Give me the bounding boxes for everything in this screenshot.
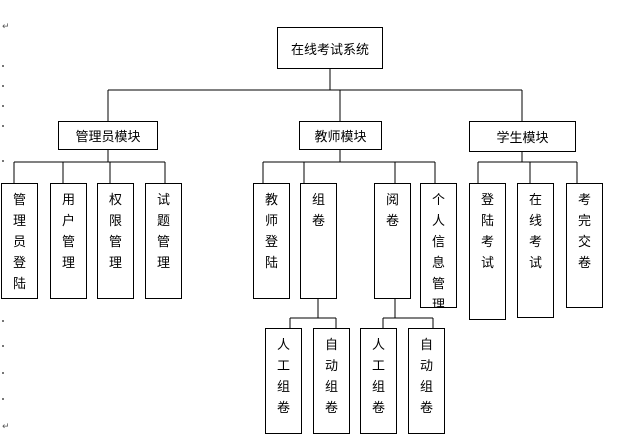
personal-info-label: 个人信息管理 xyxy=(431,193,445,308)
submit-paper-label: 考完交卷 xyxy=(577,193,591,271)
margin-dot xyxy=(2,372,4,374)
auto-compose-label: 自动组卷 xyxy=(324,338,338,416)
admin-module-label: 管理员模块 xyxy=(75,130,141,145)
root-node-label: 在线考试系统 xyxy=(290,42,369,58)
paragraph-mark: ↵ xyxy=(2,22,10,32)
question-management-label: 试题管理 xyxy=(156,193,170,271)
user-management-label: 用户管理 xyxy=(61,193,75,271)
exam-login-box: 登陆考试 xyxy=(469,183,506,320)
margin-dot xyxy=(2,125,4,127)
submit-paper-box: 考完交卷 xyxy=(566,183,603,308)
question-management-box: 试题管理 xyxy=(145,183,182,299)
margin-dot xyxy=(2,105,4,107)
teacher-module-box: 教师模块 xyxy=(299,121,382,150)
admin-module-box: 管理员模块 xyxy=(58,121,158,150)
user-management-box: 用户管理 xyxy=(50,183,87,299)
permission-management-label: 权限管理 xyxy=(108,193,122,271)
margin-dot xyxy=(2,345,4,347)
compose-paper-box: 组卷 xyxy=(300,183,337,299)
admin-login-label: 管理员登陆 xyxy=(12,193,26,292)
permission-management-box: 权限管理 xyxy=(97,183,134,299)
personal-info-box: 个人信息管理 xyxy=(420,183,457,308)
teacher-login-label: 教师登陆 xyxy=(264,193,278,271)
margin-dot xyxy=(2,85,4,87)
manual-compose-label: 人工组卷 xyxy=(276,338,290,416)
manual-grade-label: 人工组卷 xyxy=(371,338,385,416)
margin-dot xyxy=(2,320,4,322)
student-module-label: 学生模块 xyxy=(496,131,549,146)
compose-paper-label: 组卷 xyxy=(311,193,325,229)
paragraph-mark: ↵ xyxy=(2,422,10,432)
margin-dot xyxy=(2,65,4,67)
teacher-module-label: 教师模块 xyxy=(314,130,367,145)
margin-dot xyxy=(2,398,4,400)
manual-grade-box: 人工组卷 xyxy=(360,328,397,434)
grade-paper-box: 阅卷 xyxy=(374,183,411,299)
exam-login-label: 登陆考试 xyxy=(480,193,494,271)
auto-grade-box: 自动组卷 xyxy=(408,328,445,434)
admin-login-box: 管理员登陆 xyxy=(1,183,38,299)
student-module-box: 学生模块 xyxy=(469,121,576,152)
manual-compose-box: 人工组卷 xyxy=(265,328,302,434)
online-exam-box: 在线考试 xyxy=(517,183,554,318)
margin-dot xyxy=(2,160,4,162)
auto-compose-box: 自动组卷 xyxy=(313,328,350,434)
online-exam-label: 在线考试 xyxy=(528,193,542,271)
auto-grade-label: 自动组卷 xyxy=(419,338,433,416)
grade-paper-label: 阅卷 xyxy=(385,193,399,229)
root-node-box: 在线考试系统 xyxy=(277,27,383,69)
teacher-login-box: 教师登陆 xyxy=(253,183,290,299)
